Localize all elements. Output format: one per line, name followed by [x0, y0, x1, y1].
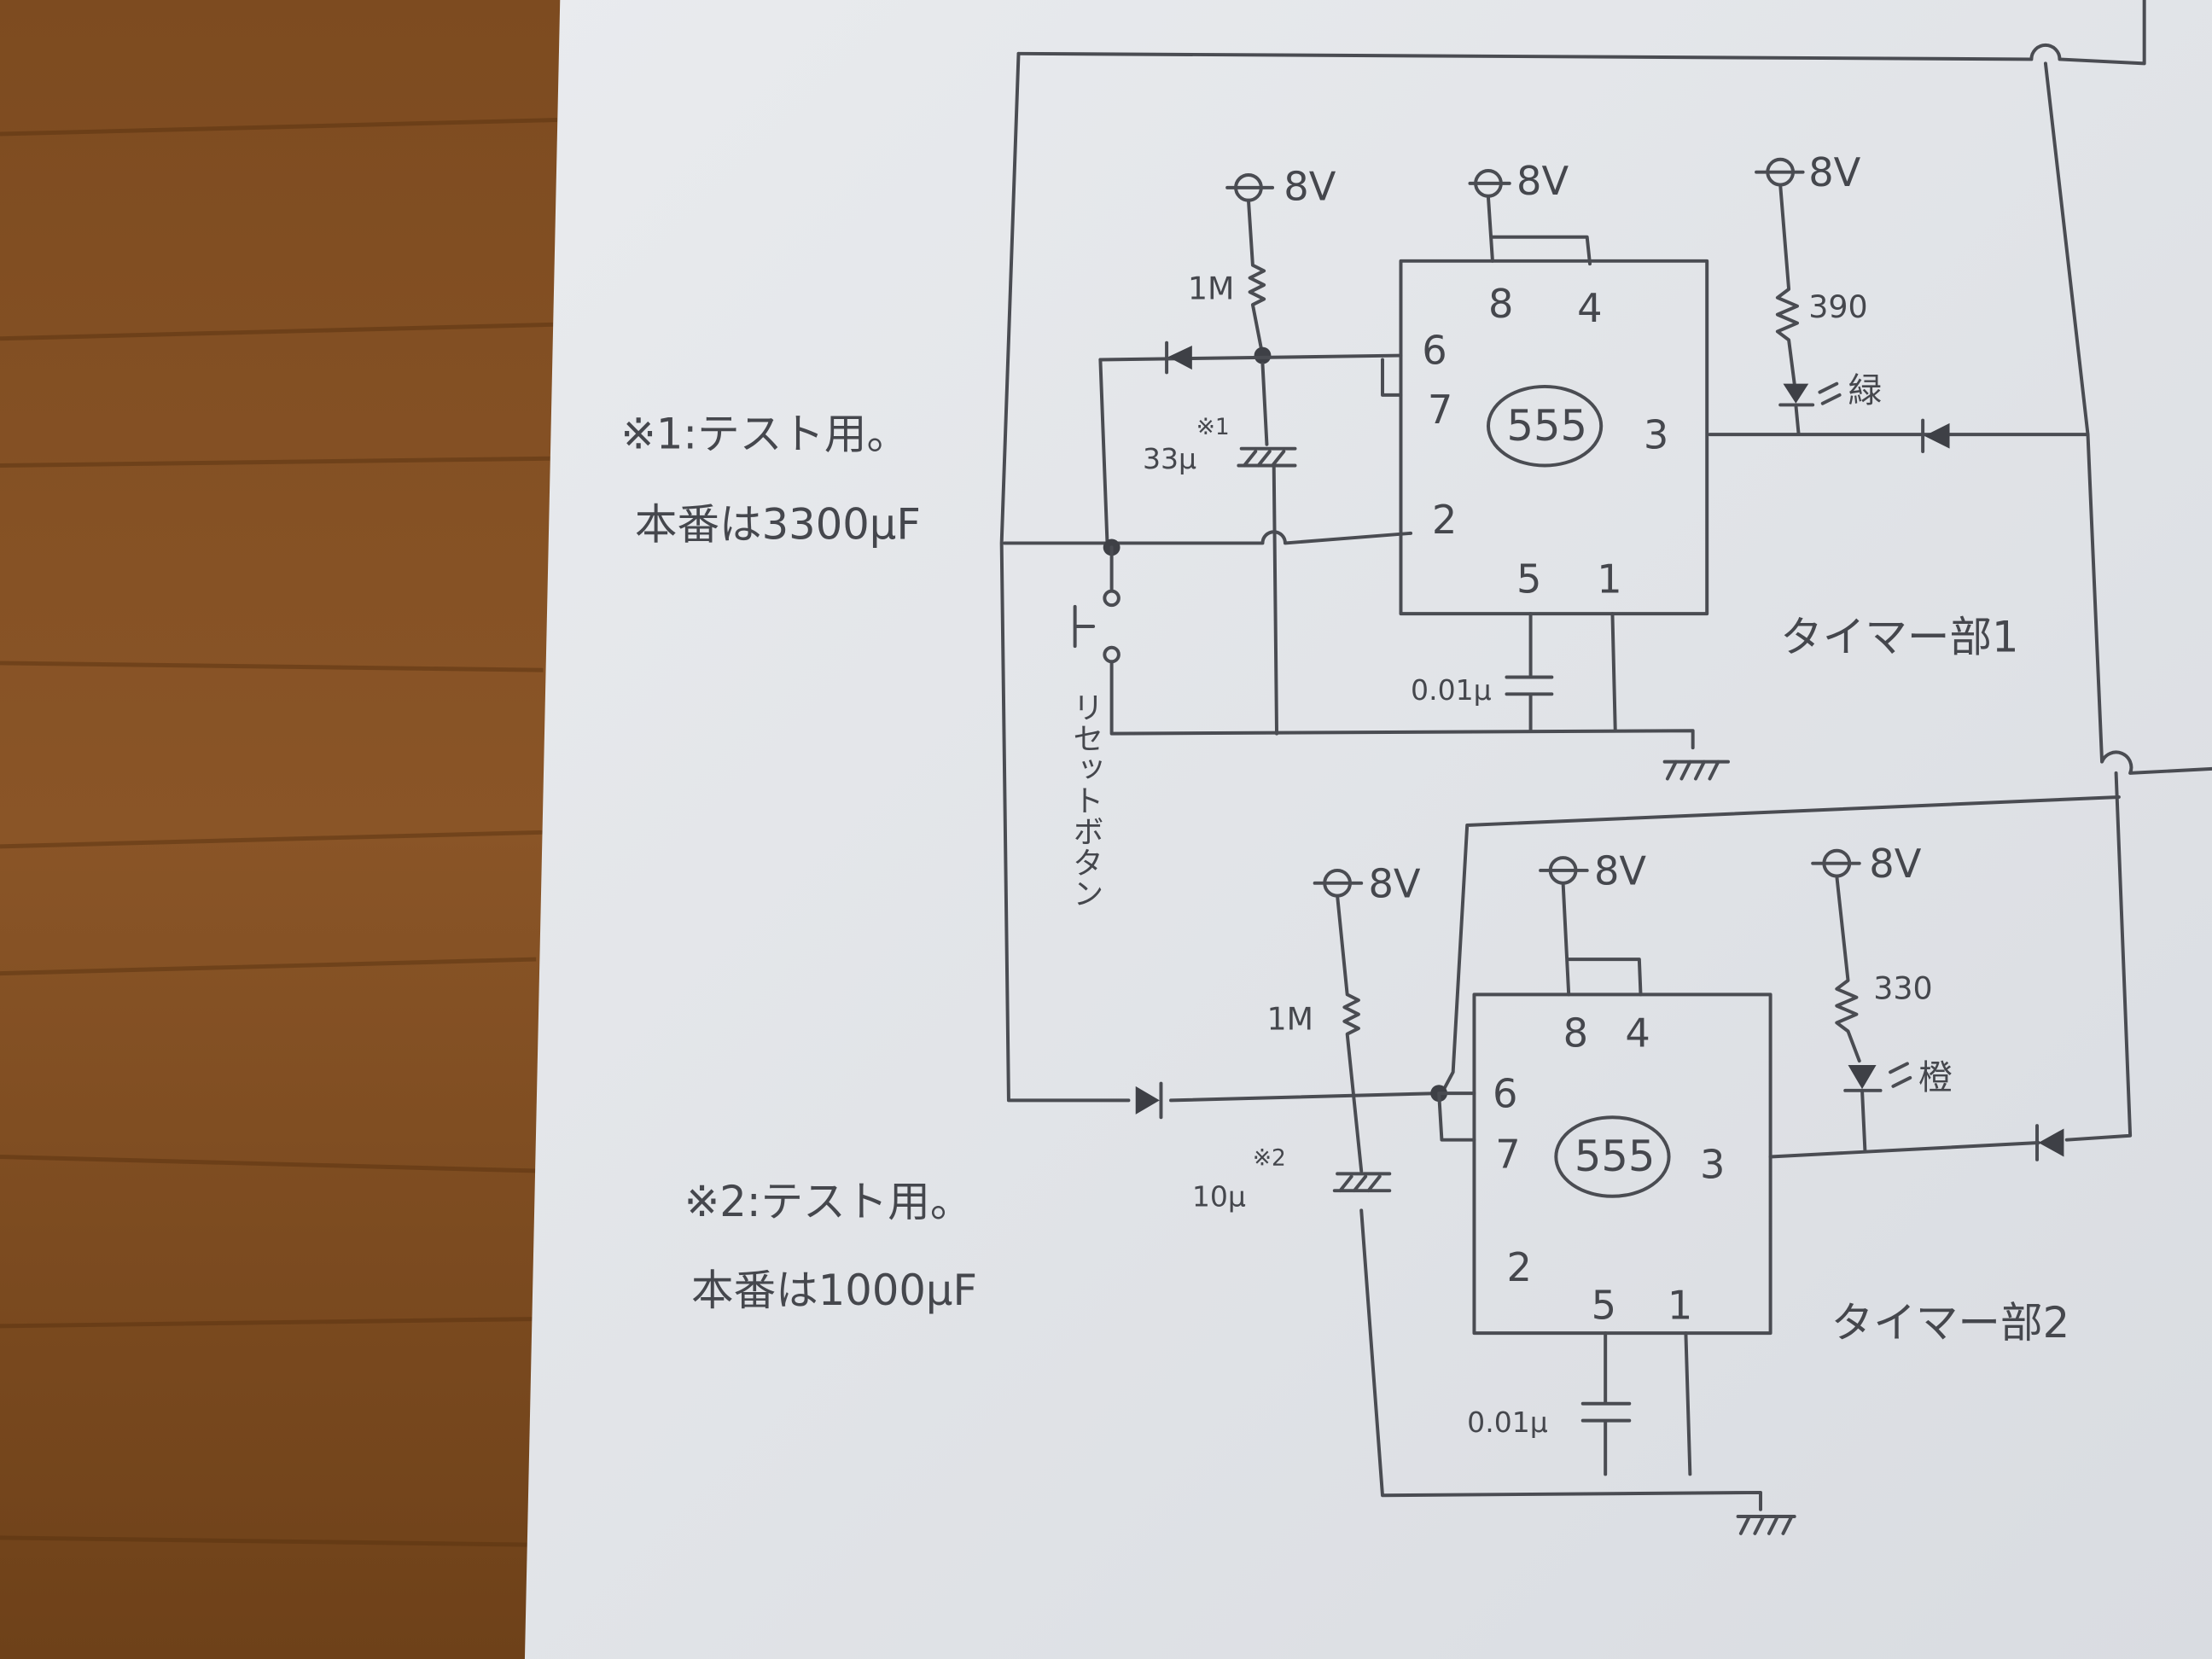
timer2-pin-4: 4: [1625, 1010, 1650, 1057]
svg-text:リセットボタン: リセットボタン: [1068, 691, 1104, 909]
timer1-supply-label-2: 8V: [1516, 158, 1569, 204]
note1-line1: ※1:テスト用。: [620, 410, 909, 459]
timer1-pin-3: 3: [1644, 412, 1668, 458]
note2-line2: 本番は1000μF: [691, 1266, 977, 1315]
note1-line2: 本番は3300μF: [635, 499, 921, 549]
timer2-supply-label-2: 8V: [1594, 847, 1646, 894]
timer2-led-color: 橙: [1918, 1058, 1953, 1097]
timer1-ground-icon: [1662, 760, 1730, 781]
timer1-pin-5: 5: [1516, 556, 1541, 602]
reset-button-contact-top: [1103, 589, 1121, 608]
timer2-pin-2: 2: [1506, 1244, 1531, 1290]
timer2-ground-icon: [1736, 1515, 1796, 1535]
timer1-title: タイマー部1: [1780, 613, 2018, 662]
timer2-resistor-label: 1M: [1266, 1001, 1313, 1038]
outer-wiring: [999, 0, 2212, 1142]
timer1-led-resistor-label: 390: [1808, 288, 1867, 325]
timer2-section: 555 8 4 6 7 3 2 5 1 8V 8V 8V 1M 10μ ※2 0…: [1192, 795, 2121, 1535]
timer1-pin-6: 6: [1422, 327, 1447, 373]
timer2-pin-8: 8: [1563, 1010, 1588, 1057]
diode-left-bottom-icon: [1135, 1081, 1163, 1120]
timer2-pin-3: 3: [1700, 1141, 1725, 1187]
timer1-led-color: 緑: [1848, 371, 1883, 410]
timer1-resistor-label: 1M: [1188, 270, 1235, 306]
timer1-pin-4: 4: [1577, 285, 1602, 331]
timer1-supply-label-1: 8V: [1284, 164, 1336, 210]
timer1-pin-1: 1: [1597, 556, 1621, 602]
timer2-pin-5: 5: [1592, 1283, 1616, 1329]
timer1-pin-2: 2: [1432, 497, 1457, 543]
reset-button-label: リセットボタン: [1068, 691, 1104, 909]
timer2-ic-label: 555: [1575, 1132, 1656, 1181]
wooden-table: [0, 0, 593, 1659]
timer2-ic: [1472, 992, 1773, 1336]
timer2-ic-circle: [1554, 1115, 1671, 1198]
timer1-control-capacitor-label: 0.01μ: [1411, 673, 1492, 707]
timer1-supply-label-3: 8V: [1808, 149, 1860, 195]
timer1-ic-circle: [1486, 384, 1604, 468]
timer2-supply-label-1: 8V: [1368, 860, 1420, 906]
timer2-control-capacitor-label: 0.01μ: [1467, 1406, 1548, 1439]
timer1-ic: [1399, 259, 1709, 616]
timer1-capacitor-label: 33μ: [1143, 442, 1196, 475]
timer2-led-resistor-label: 330: [1873, 969, 1932, 1006]
timer1-section: 555 8 4 6 7 3 2 5 1 8V 8V 8V 1M 33μ ※1: [1002, 149, 2090, 909]
timer2-led-icon: [1843, 1062, 1912, 1092]
timer2-pin-7: 7: [1495, 1132, 1520, 1178]
timer2-capacitor-mark: ※2: [1253, 1144, 1286, 1171]
timer2-output-diode-icon: [2035, 1124, 2064, 1161]
timer1-pin-8: 8: [1488, 281, 1513, 327]
timer2-capacitor-label: 10μ: [1192, 1179, 1246, 1213]
timer2-pin-1: 1: [1668, 1283, 1692, 1329]
timer1-capacitor-mark: ※1: [1196, 414, 1230, 440]
timer2-pin-6: 6: [1493, 1071, 1517, 1117]
timer2-title: タイマー部2: [1831, 1298, 2069, 1348]
timer2-supply-label-3: 8V: [1869, 841, 1921, 887]
paper-sheet: [524, 0, 2212, 1659]
timer1-pin-7: 7: [1428, 387, 1452, 433]
note2-line1: ※2:テスト用。: [684, 1177, 973, 1226]
reset-button-icon[interactable]: [1073, 604, 1096, 649]
timer1-ic-label: 555: [1506, 401, 1587, 451]
timer1-output-diode-icon: [1921, 418, 1950, 453]
